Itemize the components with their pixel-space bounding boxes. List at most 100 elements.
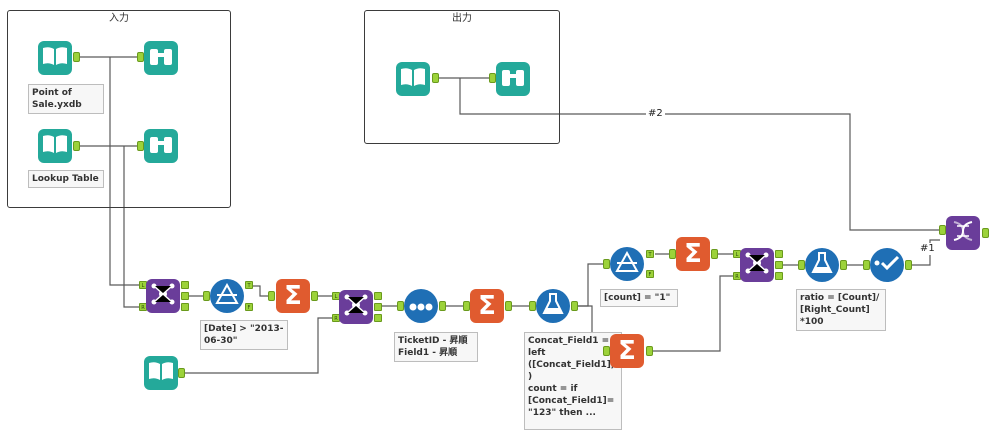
join-icon [744, 250, 770, 280]
input-container[interactable]: 入力 [7, 10, 231, 208]
formula-tool-1[interactable] [536, 289, 570, 323]
dna-icon [950, 218, 976, 248]
wire-lookup-join-right[interactable] [123, 146, 140, 308]
join-out-left[interactable] [374, 292, 382, 300]
sigma-icon: Σ [618, 336, 636, 366]
annotation-sort: TicketID - 昇順 Field1 - 昇順 [394, 332, 478, 362]
filter-icon [215, 282, 239, 309]
input-container-title: 入力 [109, 13, 129, 24]
book-icon [148, 360, 174, 386]
input-anchor[interactable] [489, 73, 496, 83]
output-anchor[interactable] [711, 249, 718, 259]
output-anchor[interactable] [646, 346, 653, 356]
join-tool-3[interactable] [740, 248, 774, 282]
formula-tool-2[interactable] [805, 248, 839, 282]
book-icon [42, 133, 68, 159]
annotation-lookup-table: Lookup Table [28, 170, 104, 188]
input-anchor[interactable] [863, 260, 870, 270]
wire-2[interactable] [459, 78, 940, 231]
input-anchor[interactable] [463, 301, 470, 311]
join-icon [343, 292, 369, 322]
input-anchor[interactable] [203, 291, 210, 301]
input-tool-lookup-table[interactable] [38, 129, 72, 163]
filter-icon [615, 250, 639, 277]
join-out-right[interactable] [775, 272, 783, 280]
input-tool-3[interactable] [144, 356, 178, 390]
binoculars-icon [148, 45, 174, 71]
input-anchor[interactable] [603, 259, 610, 269]
join-out-join[interactable] [775, 261, 783, 269]
browse-tool-1[interactable] [144, 41, 178, 75]
book-icon [42, 45, 68, 71]
filter-tool-date[interactable] [210, 279, 244, 313]
wire-pos-join-left[interactable] [109, 57, 140, 286]
filter-tool-count[interactable] [610, 247, 644, 281]
join-tool-1[interactable] [146, 279, 180, 313]
join-out-left[interactable] [775, 250, 783, 258]
output-anchor[interactable] [571, 301, 578, 311]
annotation-date-filter: [Date] > "2013- 06-30" [200, 320, 288, 350]
output-tool[interactable] [946, 216, 980, 250]
sort-tool[interactable] [404, 289, 438, 323]
output-anchor[interactable] [982, 228, 989, 238]
output-anchor[interactable] [505, 301, 512, 311]
filter-true-anchor[interactable]: T [245, 281, 253, 289]
output-anchor[interactable] [73, 141, 80, 151]
input-anchor[interactable] [603, 346, 610, 356]
summarize-tool-2[interactable]: Σ [470, 289, 504, 323]
output-anchor[interactable] [905, 260, 912, 270]
input-anchor[interactable] [268, 291, 275, 301]
output-anchor[interactable] [432, 73, 439, 83]
join-out-right[interactable] [374, 314, 382, 322]
filter-false-anchor[interactable]: F [646, 270, 654, 278]
input-anchor[interactable] [939, 225, 946, 235]
flask-icon [811, 251, 833, 279]
sort-dots-icon [408, 297, 434, 316]
output-container[interactable]: 出力 [364, 10, 560, 144]
sigma-icon: Σ [684, 239, 702, 269]
join-out-join[interactable] [374, 303, 382, 311]
book-icon [400, 66, 426, 92]
input-anchor[interactable] [798, 260, 805, 270]
annotation-point-of-sale: Point of Sale.yxdb [28, 84, 104, 114]
connection-label-2: #2 [646, 108, 665, 120]
summarize-tool-3[interactable]: Σ [610, 334, 644, 368]
annotation-ratio-formula: ratio = [Count]/ [Right_Count] *100 [796, 289, 886, 331]
output-container-title: 出力 [452, 13, 472, 24]
summarize-tool-4[interactable]: Σ [676, 237, 710, 271]
select-tool[interactable] [870, 248, 904, 282]
output-anchor[interactable] [439, 301, 446, 311]
binoculars-icon [148, 133, 174, 159]
summarize-tool-1[interactable]: Σ [276, 279, 310, 313]
sigma-icon: Σ [478, 291, 496, 321]
check-icon [874, 254, 900, 276]
browse-tool-3[interactable] [496, 62, 530, 96]
input-anchor[interactable] [529, 301, 536, 311]
wire-input2-join2[interactable] [178, 317, 333, 374]
input-anchor[interactable] [397, 301, 404, 311]
filter-true-anchor[interactable]: T [646, 250, 654, 258]
input-anchor[interactable] [137, 141, 144, 151]
join-out-right[interactable] [181, 303, 189, 311]
wire-filter-sum[interactable] [250, 285, 274, 297]
output-anchor[interactable] [73, 52, 80, 62]
output-anchor[interactable] [178, 368, 185, 378]
input-tool-point-of-sale[interactable] [38, 41, 72, 75]
input-anchor[interactable] [669, 249, 676, 259]
output-anchor[interactable] [840, 260, 847, 270]
annotation-count-filter: [count] = "1" [600, 289, 678, 307]
flask-icon [542, 292, 564, 320]
join-tool-2[interactable] [339, 290, 373, 324]
binoculars-icon [500, 66, 526, 92]
join-icon [150, 281, 176, 311]
connection-label-1: #1 [918, 243, 937, 255]
input-anchor[interactable] [137, 52, 144, 62]
filter-false-anchor[interactable]: F [245, 303, 253, 311]
join-out-left[interactable] [181, 281, 189, 289]
output-anchor[interactable] [311, 291, 318, 301]
input-tool-output-container[interactable] [396, 62, 430, 96]
browse-tool-2[interactable] [144, 129, 178, 163]
wire-sum3-join3[interactable] [653, 275, 734, 352]
join-out-join[interactable] [181, 292, 189, 300]
